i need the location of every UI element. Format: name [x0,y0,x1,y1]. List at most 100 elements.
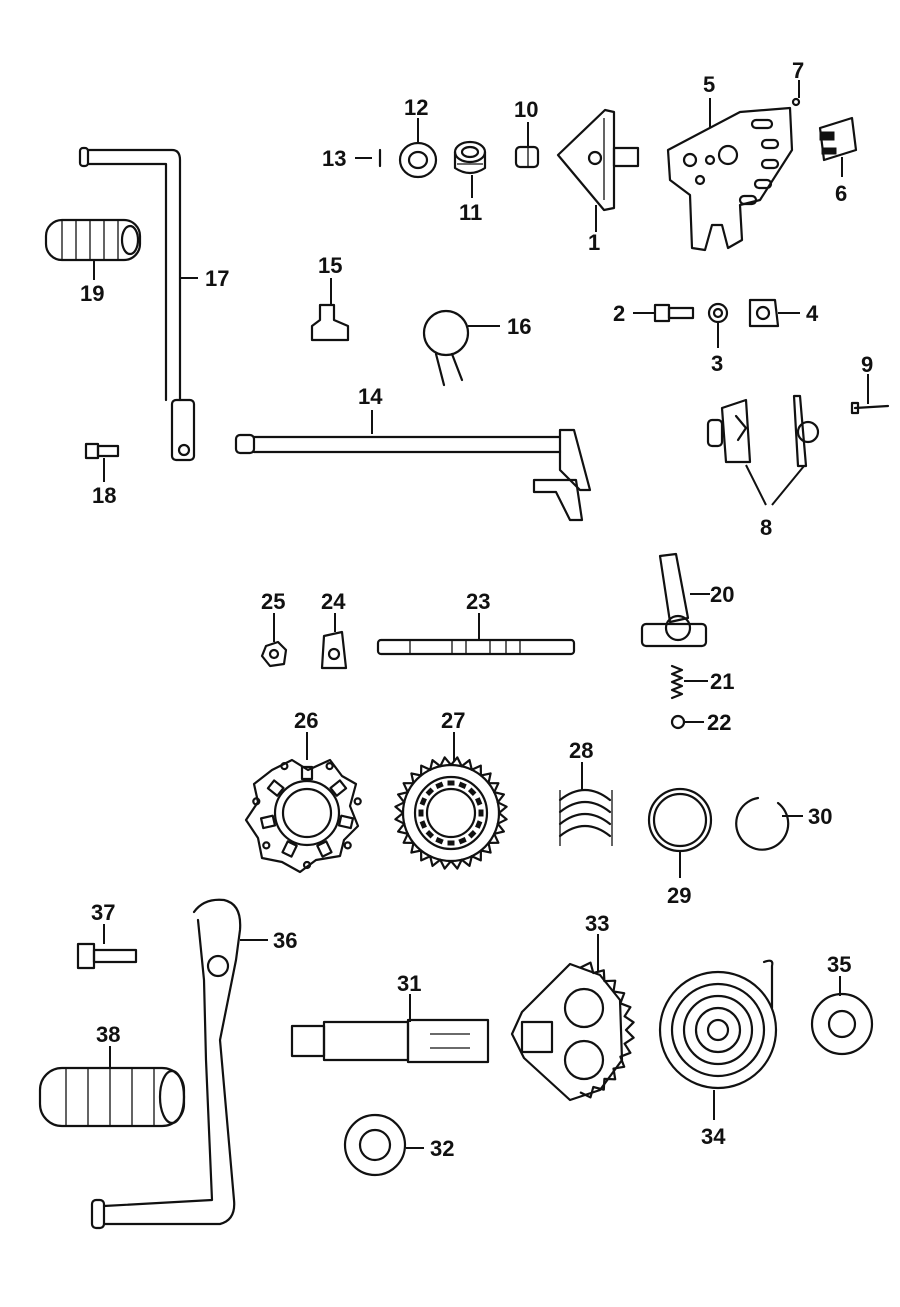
label-10: 10 [514,97,538,122]
label-26: 26 [294,708,318,733]
label-37: 37 [91,900,115,925]
label-1: 1 [588,230,600,255]
part-12-washer [398,141,438,179]
gear-27-slot [447,840,455,846]
gear-27-slot [435,781,444,789]
label-19: 19 [80,281,104,306]
gear-27-slot [419,797,427,806]
gear-27-slot [425,787,435,797]
label-15: 15 [318,253,342,278]
part-30-circlip [735,796,790,851]
label-6: 6 [835,181,847,206]
gear-27-slot [435,837,444,845]
part-7-screw [791,97,801,107]
label-27: 27 [441,708,465,733]
part-14-shift-shaft [234,428,592,522]
label-8: 8 [760,515,772,540]
plate-26-hole [252,797,261,806]
label-18: 18 [92,483,116,508]
label-16: 16 [507,314,531,339]
part-4-nut [748,298,780,328]
part-27-gear [394,756,508,870]
label-30: 30 [808,804,832,829]
part-29-ring [647,787,713,853]
part-number-labels: 1 2 3 4 5 6 7 8 9 10 11 12 13 14 15 16 1… [80,58,873,1161]
gear-27-slot [425,829,435,839]
part-37-bolt [76,942,138,970]
gear-27-slot [447,780,455,786]
part-38-rubber-grip [38,1066,186,1128]
plate-26-hole [353,797,362,806]
part-15-seal [310,303,350,342]
part-3-washer [707,302,729,324]
gear-27-slot [418,809,424,817]
part-35-washer [810,992,874,1056]
gear-27-slot [458,837,467,845]
leader-lines [93,80,869,1149]
label-14: 14 [358,384,383,409]
part-26-ratchet-plate [244,758,362,874]
gear-27-slot [467,787,477,797]
label-5: 5 [703,72,715,97]
part-11-bushing [453,140,487,175]
part-6-clip [818,116,858,162]
part-9-screw [850,401,890,415]
part-25-nut [260,640,288,668]
label-35: 35 [827,952,851,977]
plate-26-window [329,779,348,797]
part-34-coil-spring [658,959,778,1090]
label-17: 17 [205,266,229,291]
label-7: 7 [792,58,804,83]
part-1-cam-plate [556,108,640,212]
label-24: 24 [321,589,346,614]
plate-26-hole [343,841,352,850]
label-29: 29 [667,883,691,908]
label-36: 36 [273,928,297,953]
plate-26-hole [262,841,271,850]
gear-27-slot [419,820,427,829]
label-34: 34 [701,1124,726,1149]
label-20: 20 [710,582,734,607]
plate-26-hole [302,860,312,870]
plate-26-window [266,779,285,797]
label-2: 2 [613,301,625,326]
part-28-spring [558,788,613,846]
label-33: 33 [585,911,609,936]
part-17-shift-lever [78,146,196,462]
label-28: 28 [569,738,593,763]
gear-27-slot [475,797,483,806]
part-5-selector-plate [666,106,794,252]
gear-27-slot [458,781,467,789]
part-22-ball [670,714,686,730]
plate-26-window [281,840,298,858]
plate-26-window [337,814,355,830]
plate-26-hole [280,761,289,771]
gear-27-teeth [394,756,508,870]
part-33-kick-gear [510,961,635,1102]
plate-26-window [300,765,314,781]
label-22: 22 [707,710,731,735]
label-4: 4 [806,301,819,326]
label-13: 13 [322,146,346,171]
label-38: 38 [96,1022,120,1047]
label-31: 31 [397,971,421,996]
label-9: 9 [861,352,873,377]
plate-26-hole [325,761,334,771]
part-18-bolt [84,442,120,460]
plate-26-window [259,814,277,830]
kick-gear-33-teeth [579,961,635,1099]
label-12: 12 [404,95,428,120]
gear-27-slot [467,829,477,839]
part-20-detent-arm [640,552,708,648]
part-32-washer [343,1113,407,1177]
part-23-rod [376,638,576,656]
part-24-bushing [320,630,348,670]
part-8-pawl-assembly [706,394,820,468]
plate-26-window [316,840,333,858]
part-31-kick-shaft [290,1018,490,1064]
part-16-spring-clip [422,309,470,387]
label-25: 25 [261,589,285,614]
gear-27-slot [478,809,484,817]
label-3: 3 [711,351,723,376]
label-21: 21 [710,669,734,694]
